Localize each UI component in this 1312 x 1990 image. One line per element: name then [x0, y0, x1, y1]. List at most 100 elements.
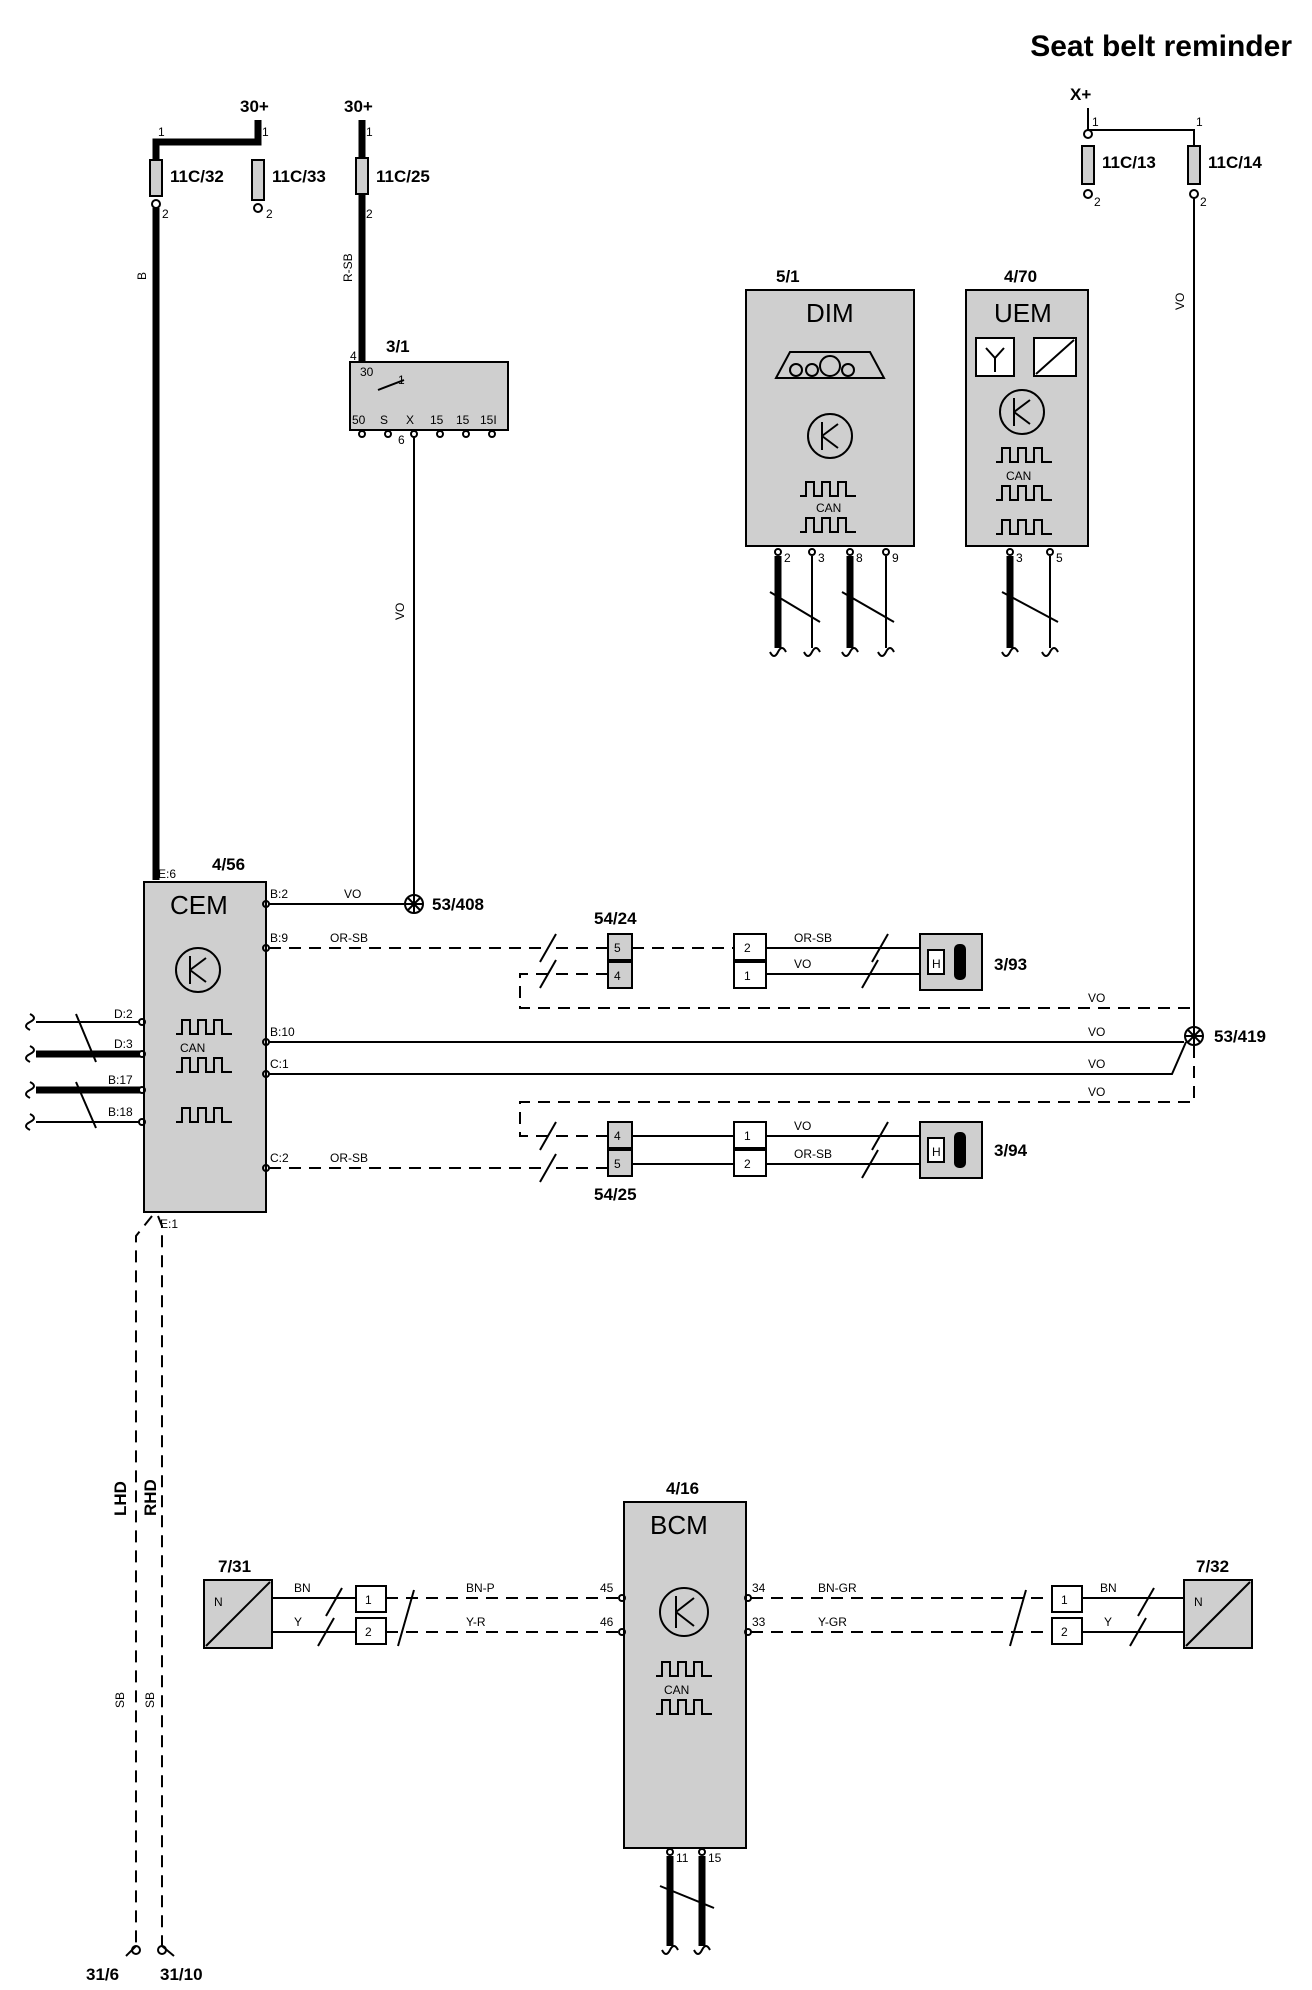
fuse-11c33-label: 11C/33 — [272, 167, 326, 186]
inline-connector-lower-pin1-label: 1 — [744, 1129, 751, 1143]
break-mark-right-harness — [1009, 1589, 1027, 1647]
bcm-can-bus-wires — [659, 1856, 715, 1955]
fuse-11c33-terminal — [253, 203, 263, 213]
sensor-7-31-symbol: N — [203, 1579, 273, 1649]
bcm-pin-46: 46 — [600, 1615, 614, 1629]
uem-can-wave-mid — [996, 485, 1052, 501]
dim-name: DIM — [806, 298, 854, 328]
fuse-11c13-pin1: 1 — [1092, 115, 1099, 129]
fuse-11c32-terminal — [151, 199, 161, 209]
wire-label-bn-7-31: BN — [294, 1581, 311, 1595]
cem-pin-b9: B:9 — [270, 931, 288, 945]
uem-pins — [1006, 548, 1054, 556]
break-mark-or-sb-b9 — [539, 933, 557, 963]
break-mark-7-32-top — [1137, 1587, 1155, 1617]
uem-module — [965, 289, 1089, 547]
fuse-11c25-symbol — [355, 157, 369, 195]
fuse-11c32-pin1: 1 — [158, 125, 165, 139]
inline-connector-left-pin2-label: 2 — [365, 1625, 372, 1639]
connector-54-25-pin5 — [607, 1149, 633, 1177]
cem-module — [143, 881, 267, 1213]
bcm-pin-15: 15 — [708, 1851, 722, 1865]
break-mark-7-31-top — [325, 1587, 343, 1617]
wire-label-or-sb-b9: OR-SB — [330, 931, 368, 945]
splice-53-419-symbol — [1184, 1026, 1204, 1046]
cem-can-label: CAN — [180, 1041, 205, 1055]
uem-sensor-icon — [1033, 337, 1077, 377]
ignition-switch-pin-out: 6 — [398, 433, 405, 447]
cem-left-can-wires — [25, 1013, 146, 1131]
supply-bus-wire — [152, 120, 262, 160]
fuse-11c25-pin2: 2 — [366, 207, 373, 221]
wire-label-y-7-32: Y — [1104, 1615, 1112, 1629]
wire-label-vo-xplus: VO — [1173, 293, 1187, 310]
ign-switch-contact — [377, 379, 405, 391]
uem-id: 4/70 — [1004, 267, 1037, 286]
splice-53-408-symbol — [404, 894, 424, 914]
ground-31-6: 31/6 — [86, 1965, 119, 1984]
ign-terminal-15a: 15 — [430, 413, 444, 427]
fuse-11c33-pin1: 1 — [262, 125, 269, 139]
fuse-11c14-label: 11C/14 — [1208, 153, 1262, 172]
splice-53-408-label: 53/408 — [432, 895, 484, 914]
uem-transistor-icon — [999, 389, 1045, 435]
wire-label-or-sb-buckle1: OR-SB — [794, 931, 832, 945]
wire-label-b: B — [135, 272, 149, 280]
connector-54-25-pin5-label: 5 — [614, 1157, 621, 1171]
wire-label-y-gr: Y-GR — [818, 1615, 847, 1629]
wire-label-or-sb-buckle2: OR-SB — [794, 1147, 832, 1161]
diagram-title: Seat belt reminder — [1030, 30, 1292, 63]
uem-can-wave-top — [996, 447, 1052, 463]
inline-connector-left-pin1 — [355, 1585, 387, 1613]
wire-label-vo-c1: VO — [1088, 1057, 1105, 1071]
buckle-3-93-symbol: H — [919, 933, 983, 991]
fuse-11c25-label: 11C/25 — [376, 167, 430, 186]
wire-sb-rhd — [157, 1215, 163, 1946]
sensor-7-31-label: 7/31 — [218, 1557, 251, 1576]
xplus-terminal — [1083, 129, 1093, 139]
bcm-can-label: CAN — [664, 1683, 689, 1697]
inline-connector-upper-pin1-label: 1 — [744, 969, 751, 983]
break-mark-7-31-bottom — [317, 1617, 335, 1647]
wire-label-sb-rhd: SB — [143, 1692, 157, 1708]
wire-label-bn-7-32: BN — [1100, 1581, 1117, 1595]
ign-terminal-15b: 15 — [456, 413, 470, 427]
cem-transistor-icon — [175, 947, 221, 993]
break-mark-buckle2-bottom — [861, 1149, 879, 1179]
fuse-11c32-pin2: 2 — [162, 207, 169, 221]
wire-sb-lhd — [135, 1215, 153, 1946]
wire-vo-return-upper — [519, 973, 1195, 1026]
wire-label-vo-buckle2: VO — [794, 1119, 811, 1133]
uem-pin-3: 3 — [1016, 551, 1023, 565]
ground-terminals — [125, 1945, 175, 1957]
cem-can-wave-bottom — [176, 1107, 232, 1123]
dim-can-wave-bottom — [800, 517, 856, 533]
cem-pin-d3: D:3 — [114, 1037, 133, 1051]
dim-can-label: CAN — [816, 501, 841, 515]
connector-54-24-label: 54/24 — [594, 909, 637, 928]
wire-label-vo-return-lower: VO — [1088, 1085, 1105, 1099]
cem-pin-c1: C:1 — [270, 1057, 289, 1071]
cem-name: CEM — [170, 890, 228, 920]
wire-label-or-sb-c2: OR-SB — [330, 1151, 368, 1165]
bcm-transistor-icon — [659, 1587, 709, 1637]
ground-31-10: 31/10 — [160, 1965, 203, 1984]
cem-pin-b2: B:2 — [270, 887, 288, 901]
bcm-pin-34: 34 — [752, 1581, 766, 1595]
svg-text:H: H — [932, 1145, 941, 1159]
wire-label-y-r: Y-R — [466, 1615, 486, 1629]
dim-transistor-icon — [807, 413, 853, 459]
fuse-11c32-symbol — [149, 159, 163, 197]
svg-text:N: N — [1194, 1595, 1203, 1609]
wire-label-vo-buckle1: VO — [794, 957, 811, 971]
sensor-7-32-label: 7/32 — [1196, 1557, 1229, 1576]
ignition-switch-label: 3/1 — [386, 337, 410, 356]
inline-connector-right-pin2-label: 2 — [1061, 1625, 1068, 1639]
splice-53-419-label: 53/419 — [1214, 1027, 1266, 1046]
cem-pin-b18: B:18 — [108, 1105, 133, 1119]
wire-label-vo-ign: VO — [393, 603, 407, 620]
cem-pin-e1: E:1 — [160, 1217, 178, 1231]
wire-vo-c1 — [269, 1041, 1187, 1075]
connector-54-25-pin4 — [607, 1121, 633, 1149]
